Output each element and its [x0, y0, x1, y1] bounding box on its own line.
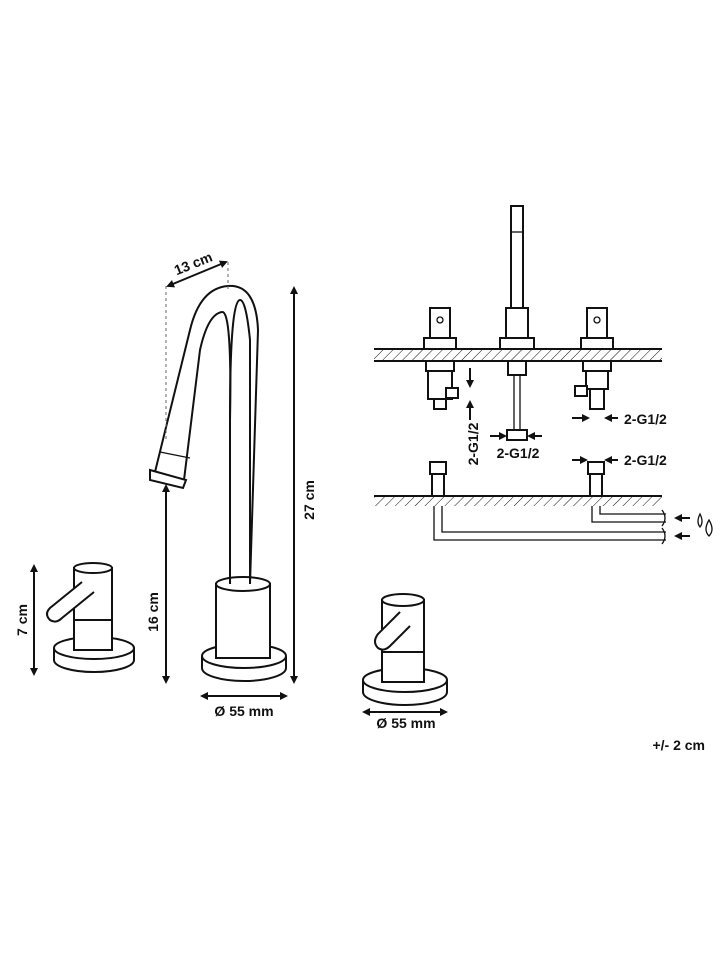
spout-base-diameter-label: Ø 55 mm — [214, 703, 273, 719]
handle-base-diameter-dimension: Ø 55 mm — [362, 708, 448, 731]
center-connection-label: 2-G1/2 — [497, 445, 540, 461]
total-height-label: 27 cm — [301, 480, 317, 520]
spout-height-label: 16 cm — [145, 592, 161, 632]
spout-reach-label: 13 cm — [172, 249, 215, 279]
handle-base-diameter-label: Ø 55 mm — [376, 715, 435, 731]
right-upper-connection-label: 2-G1/2 — [624, 411, 667, 427]
right-lower-connection-dimension: 2-G1/2 — [572, 452, 667, 468]
handle-height-label: 7 cm — [14, 604, 30, 636]
right-lower-connection-label: 2-G1/2 — [624, 452, 667, 468]
left-handle — [46, 562, 135, 673]
total-height-dimension: 27 cm — [290, 286, 317, 684]
spout-height-dimension: 16 cm — [145, 484, 170, 684]
water-drops-icon — [697, 512, 713, 537]
spout-reach-dimension: 13 cm — [165, 249, 229, 440]
right-handle — [362, 593, 448, 706]
installation-diagram — [374, 205, 690, 545]
right-upper-connection-dimension: 2-G1/2 — [572, 411, 667, 427]
handle-height-dimension: 7 cm — [14, 564, 38, 676]
left-connection-dimension: 2-G1/2 — [465, 368, 481, 465]
center-connection-dimension: 2-G1/2 — [490, 432, 542, 461]
left-connection-label: 2-G1/2 — [465, 422, 481, 465]
spout-base-diameter-dimension: Ø 55 mm — [200, 692, 288, 719]
spout-faucet — [149, 284, 287, 682]
tolerance-note: +/- 2 cm — [652, 737, 705, 753]
